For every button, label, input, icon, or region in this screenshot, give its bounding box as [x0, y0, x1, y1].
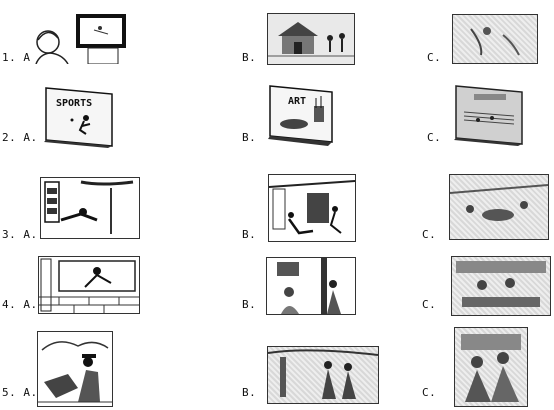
picture-blurred-street-scene[interactable] [449, 174, 549, 240]
picture-blurred-group-scene[interactable] [451, 256, 551, 316]
question-1-option-a-label: 1. A. [2, 51, 38, 64]
question-4-option-b-label: B. [242, 298, 257, 311]
question-4-option-a-label: 4. A. [2, 298, 38, 311]
question-5-option-b-label: B. [242, 386, 257, 399]
picture-sports-book[interactable]: SPORTS [42, 86, 116, 148]
question-2-option-b-label: B. [242, 131, 257, 144]
picture-house-with-people[interactable] [267, 13, 355, 65]
question-2-option-a-label: 2. A. [2, 131, 38, 144]
question-5-option-a-label: 5. A. [2, 386, 38, 399]
question-4-option-c-label: C. [422, 298, 437, 311]
picture-blurred-people-scene[interactable] [454, 327, 528, 407]
picture-people-under-tree[interactable] [267, 346, 379, 404]
question-1-option-c-label: C. [427, 51, 442, 64]
question-3-option-c-label: C. [422, 228, 437, 241]
picture-man-lying-near-shop-sign[interactable] [40, 177, 140, 239]
question-3-option-b-label: B. [242, 228, 257, 241]
picture-soldier-outdoors[interactable] [37, 331, 113, 407]
picture-people-in-room-with-picture[interactable] [266, 257, 356, 315]
question-3-option-a-label: 3. A. [2, 228, 38, 241]
question-5-option-c-label: C. [422, 386, 437, 399]
picture-boy-watching-tv[interactable] [30, 12, 128, 64]
question-2-option-c-label: C. [427, 131, 442, 144]
picture-person-at-window-brick-wall[interactable] [38, 256, 140, 314]
question-1-option-b-label: B. [242, 51, 257, 64]
picture-music-book[interactable] [452, 84, 526, 146]
picture-art-book[interactable]: ART [266, 84, 336, 146]
picture-people-near-fallen-person[interactable] [268, 174, 356, 242]
sports-book-title: SPORTS [56, 98, 92, 109]
art-book-title: ART [288, 96, 306, 107]
picture-blurred-outdoor-scene[interactable] [452, 14, 538, 64]
